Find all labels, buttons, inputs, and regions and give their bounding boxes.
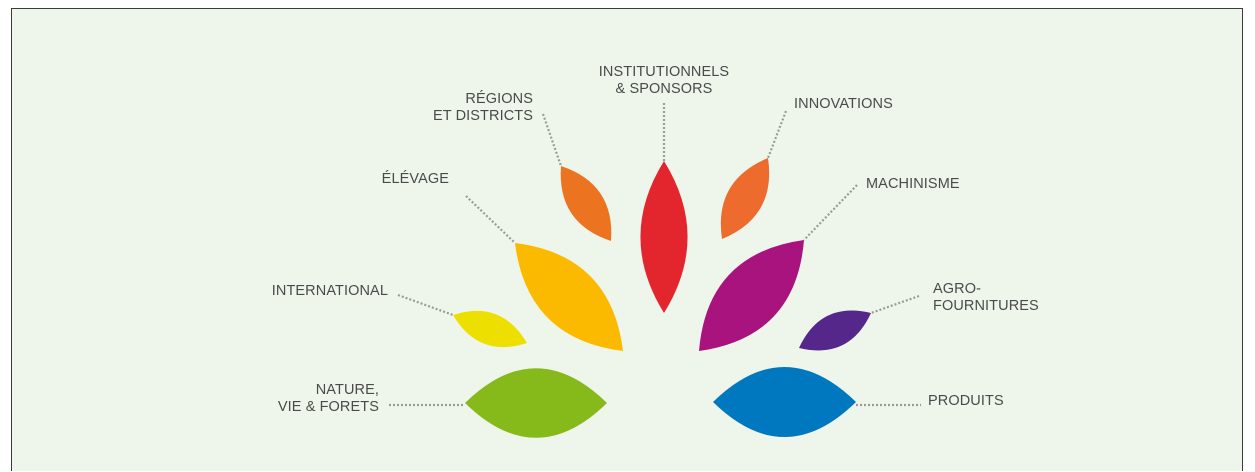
petal-agrofournitures	[799, 310, 871, 351]
label-line: NATURE,	[316, 382, 379, 398]
connector-innovations	[766, 110, 788, 159]
label-agrofournitures: AGRO-FOURNITURES	[933, 281, 1039, 314]
label-line: RÉGIONS	[465, 90, 533, 107]
connector-elevage	[465, 195, 516, 244]
label-line: INTERNATIONAL	[272, 283, 388, 299]
label-nature: NATURE,VIE & FORETS	[278, 382, 379, 415]
label-line: AGRO-	[933, 281, 981, 297]
label-line: FOURNITURES	[933, 298, 1039, 314]
petal-international	[453, 310, 527, 348]
label-line: ÉLÉVAGE	[382, 170, 450, 187]
petal-innovations	[720, 158, 770, 239]
petal-produits	[713, 366, 856, 438]
label-elevage: ÉLÉVAGE	[382, 170, 450, 187]
labels-group: NATURE,VIE & FORETS INTERNATIONAL ÉLÉVAGE R…	[272, 64, 1039, 415]
label-line: INSTITUTIONNELS	[599, 64, 729, 80]
petal-institutionnels	[640, 161, 688, 313]
diagram-panel: NATURE,VIE & FORETS INTERNATIONAL ÉLÉVAGE R…	[11, 8, 1243, 471]
petal-machinisme	[699, 240, 804, 351]
label-line: & SPONSORS	[616, 81, 713, 97]
sectors-flower-diagram: NATURE,VIE & FORETS INTERNATIONAL ÉLÉVAGE R…	[272, 64, 1039, 438]
petal-nature	[465, 368, 607, 438]
label-line: PRODUITS	[928, 393, 1004, 409]
connector-regions	[541, 113, 563, 167]
connector-machinisme	[803, 184, 858, 241]
label-line: MACHINISME	[866, 176, 960, 192]
connectors-group	[389, 103, 921, 407]
label-innovations: INNOVATIONS	[794, 96, 893, 112]
petals-group	[453, 158, 871, 438]
label-line: VIE & FORETS	[278, 399, 379, 415]
connector-agrofournitures	[870, 294, 920, 315]
connector-international	[397, 293, 454, 317]
label-line: INNOVATIONS	[794, 96, 893, 112]
label-produits: PRODUITS	[928, 393, 1004, 409]
label-line: ET DISTRICTS	[433, 108, 533, 124]
petal-regions	[560, 166, 612, 241]
petal-elevage	[515, 243, 623, 351]
label-institutionnels: INSTITUTIONNELS& SPONSORS	[599, 64, 729, 97]
label-international: INTERNATIONAL	[272, 283, 388, 299]
label-machinisme: MACHINISME	[866, 176, 960, 192]
